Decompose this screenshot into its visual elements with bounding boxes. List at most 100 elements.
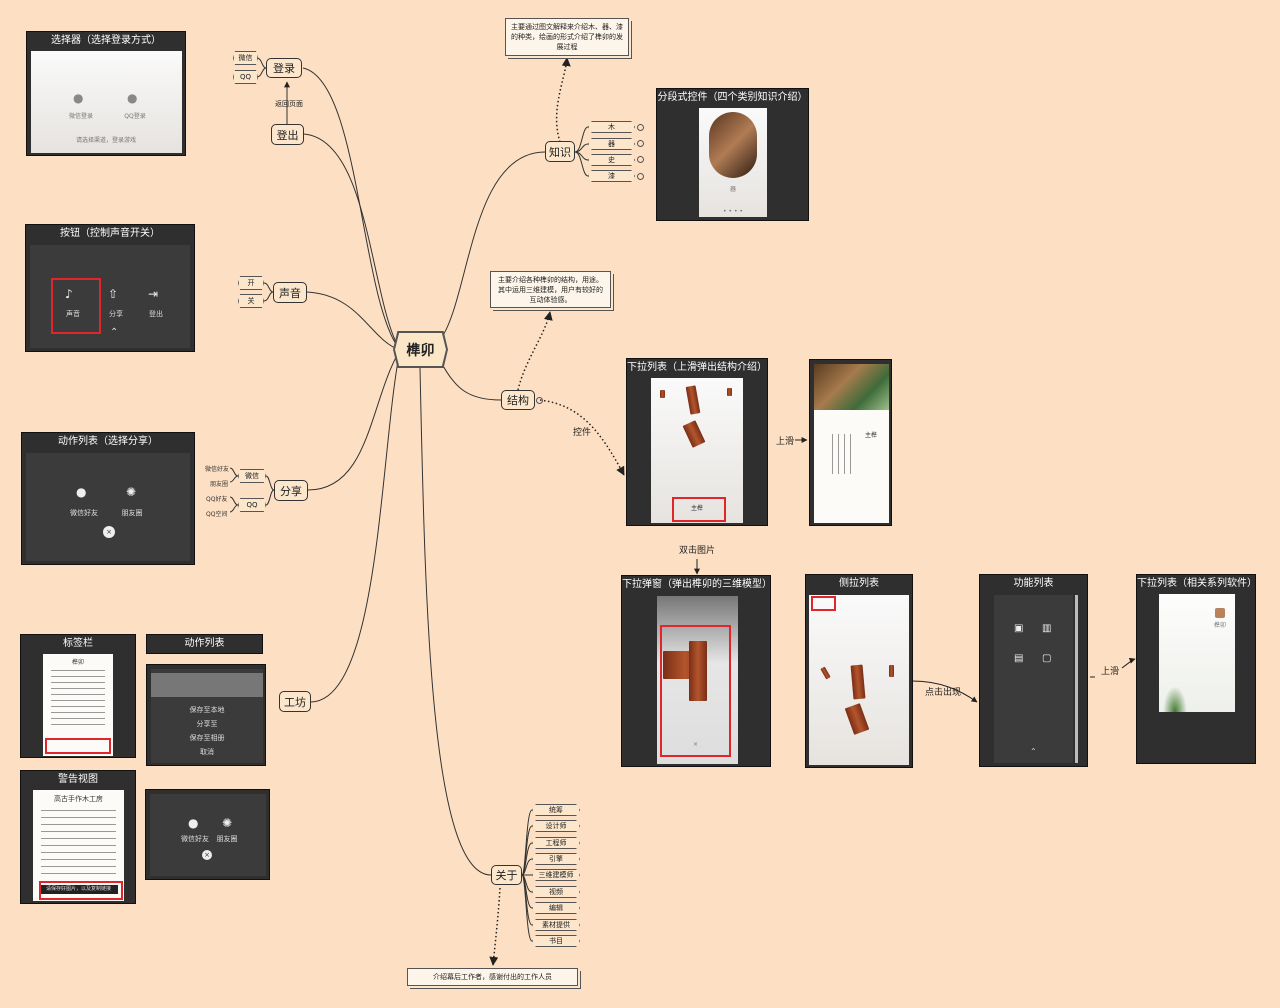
panel-button: 按钮（控制声音开关） ♪ ⇧ ⇥ 声音 分享 登出 ⌃ <box>25 224 195 352</box>
function-icon-4[interactable]: ▢ <box>1042 653 1052 664</box>
sound-icon[interactable]: ♪ <box>65 287 73 301</box>
share-group-wechat[interactable]: 微信 <box>238 469 266 483</box>
selector-qq-label[interactable]: QQ登录 <box>124 113 146 120</box>
action-share-wechat[interactable]: 微信好友 <box>70 509 98 517</box>
about-child-modeler[interactable]: 三维建模师 <box>532 869 580 881</box>
text-line <box>51 676 105 677</box>
function-scrollbar[interactable] <box>1075 595 1078 763</box>
sound-child-on[interactable]: 开 <box>238 276 264 290</box>
wood-piece <box>889 665 894 677</box>
share-moments[interactable]: 朋友圈 <box>210 481 229 488</box>
qq-icon[interactable]: ● <box>127 91 138 105</box>
segment-caption: 器 <box>729 186 736 193</box>
share-popup-moments[interactable]: 朋友圈 <box>216 835 238 843</box>
action-list-save-album[interactable]: 保存至相册 <box>189 734 225 742</box>
about-child-editor[interactable]: 编辑 <box>532 902 580 914</box>
action-list-save-local[interactable]: 保存至本地 <box>189 706 225 714</box>
about-child-coordinator[interactable]: 统筹 <box>532 804 580 816</box>
close-icon[interactable]: × <box>693 741 699 748</box>
text-line <box>51 688 105 689</box>
share-qq-zone[interactable]: QQ空间 <box>206 511 228 518</box>
wood-piece <box>850 664 866 700</box>
about-child-designer[interactable]: 设计师 <box>532 820 580 832</box>
share-popup-wechat[interactable]: 微信好友 <box>181 835 209 843</box>
about-child-books[interactable]: 书目 <box>532 935 580 947</box>
branch-share[interactable]: 分享 <box>274 480 308 501</box>
knowledge-child-history[interactable]: 史 <box>588 154 635 166</box>
segment-page-dots[interactable]: • • • • <box>723 208 743 215</box>
highlight-side-menu[interactable] <box>811 596 836 611</box>
text-line <box>41 852 116 853</box>
button-logout-label: 登出 <box>149 310 163 318</box>
sound-child-off[interactable]: 关 <box>238 294 264 308</box>
selector-wechat-label[interactable]: 微信登录 <box>68 113 93 120</box>
action-list-preview <box>151 673 263 697</box>
login-child-qq[interactable]: QQ <box>233 70 258 84</box>
moments-icon[interactable]: ✺ <box>222 816 233 830</box>
text-line <box>51 700 105 701</box>
branch-sound[interactable]: 声音 <box>273 282 307 303</box>
share-wechat-friends[interactable]: 微信好友 <box>205 466 230 473</box>
close-icon[interactable]: × <box>202 850 212 860</box>
return-page-label: 返回页面 <box>275 100 303 108</box>
wechat-icon[interactable]: ● <box>76 485 87 499</box>
knowledge-child-wood[interactable]: 木 <box>588 121 635 133</box>
share-icon[interactable]: ⇧ <box>108 287 119 301</box>
share-popup-screen: ● ✺ 微信好友 朋友圈 × <box>150 794 266 876</box>
branch-login[interactable]: 登录 <box>266 58 302 78</box>
panel-dropdown-title: 下拉列表（上滑弹出结构介绍） <box>627 362 767 373</box>
panel-side-title: 侧拉列表 <box>839 578 879 589</box>
branch-logout[interactable]: 登出 <box>271 124 304 145</box>
action-list-share-to[interactable]: 分享至 <box>196 720 218 728</box>
structure-note: 主要介绍各种榫卯的结构，用途。其中运用三维建模，用户有较好的互动体验感。 <box>490 271 611 308</box>
highlight-3d-model <box>660 625 731 757</box>
about-child-video[interactable]: 视频 <box>532 886 580 898</box>
function-icon-1[interactable]: ▣ <box>1014 623 1024 634</box>
about-child-engine[interactable]: 引擎 <box>532 853 580 865</box>
moments-icon[interactable]: ✺ <box>126 485 137 499</box>
share-qq-friends[interactable]: QQ好友 <box>206 496 228 503</box>
panel-tabbar: 标签栏 榫卯 <box>20 634 136 758</box>
bamboo-decoration <box>1163 686 1187 712</box>
function-icon-2[interactable]: ▥ <box>1042 623 1052 634</box>
share-group-qq[interactable]: QQ <box>238 498 266 512</box>
function-icon-3[interactable]: ▤ <box>1014 653 1024 664</box>
center-node[interactable]: 榫卯 <box>395 333 446 366</box>
arrow-label-slide-up-1: 上滑 <box>776 437 795 447</box>
app-logo[interactable] <box>1215 608 1225 618</box>
wood-piece <box>685 385 701 415</box>
alert-header: 高古手作木工房 <box>54 795 103 803</box>
action-list-cancel[interactable]: 取消 <box>200 748 214 756</box>
button-screen: ♪ ⇧ ⇥ 声音 分享 登出 ⌃ <box>30 245 190 348</box>
detail-heading: 主榫 <box>864 432 877 439</box>
login-child-wechat[interactable]: 微信 <box>233 51 258 65</box>
wechat-icon[interactable]: ● <box>188 816 199 830</box>
branch-knowledge[interactable]: 知识 <box>545 141 575 162</box>
text-line <box>41 845 116 846</box>
segment-image <box>709 112 757 178</box>
wechat-icon[interactable]: ● <box>73 91 84 105</box>
about-child-engineer[interactable]: 工程师 <box>532 837 580 849</box>
knowledge-child-vessel[interactable]: 器 <box>588 138 635 150</box>
panel-share-popup: ● ✺ 微信好友 朋友圈 × <box>145 789 270 880</box>
panel-alert: 警告视图 高古手作木工房 请保存好图片，以及复制链接 <box>20 770 136 904</box>
knowledge-child-lacquer[interactable]: 漆 <box>588 170 635 182</box>
about-child-materials[interactable]: 素材提供 <box>532 919 580 931</box>
chevron-up-icon[interactable]: ⌃ <box>110 327 119 338</box>
detail-photo <box>814 364 889 410</box>
branch-structure[interactable]: 结构 <box>501 390 535 410</box>
branch-about[interactable]: 关于 <box>491 865 522 885</box>
alert-banner[interactable]: 请保存好图片，以及复制链接 <box>39 885 118 894</box>
action-share-moments[interactable]: 朋友圈 <box>121 509 143 517</box>
panel-popup3d-title: 下拉弹窗（弹出榫卯的三维模型） <box>622 579 772 590</box>
series-app-name[interactable]: 榫卯 <box>1213 622 1226 629</box>
close-icon[interactable]: × <box>103 526 115 538</box>
highlight-dropdown-caption <box>672 497 726 522</box>
panel-function: 功能列表 ▣ ▥ ▤ ▢ ⌃ <box>979 574 1088 767</box>
branch-workshop[interactable]: 工坊 <box>279 691 311 712</box>
dropdown-caption[interactable]: 主榫 <box>690 505 703 512</box>
chevron-up-icon[interactable]: ⌃ <box>1030 747 1037 756</box>
logout-icon[interactable]: ⇥ <box>148 287 159 301</box>
control-label: 控件 <box>573 428 592 438</box>
text-line <box>41 817 116 818</box>
